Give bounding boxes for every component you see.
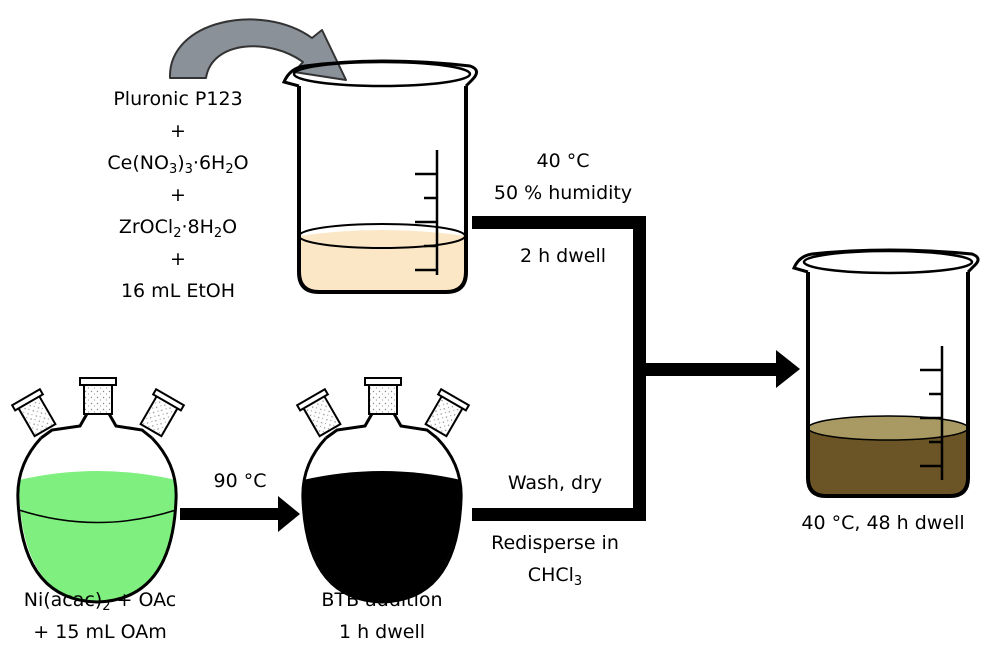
temperature-label: 40 °C: [536, 150, 590, 172]
nickel-flask: [10, 377, 186, 604]
nickel-reagents-line1: Ni(acac)2 + OAc: [23, 589, 177, 614]
plus-sign: +: [170, 248, 186, 270]
plus-sign: +: [170, 184, 186, 206]
btb-step: BTB addition 1 h dwell: [292, 584, 472, 648]
top-condition: 40 °C 50 % humidity: [488, 145, 638, 209]
merge-connector: [472, 216, 800, 521]
final-step-label: 40 °C, 48 h dwell: [801, 512, 965, 534]
curved-add-arrow: [168, 18, 347, 81]
btb-flask: [295, 377, 471, 604]
nickel-reagents-line2: + 15 mL OAm: [33, 621, 167, 643]
heat-condition-label: 90 °C: [213, 470, 267, 492]
redisperse-line1: Redisperse in: [491, 532, 619, 554]
btb-addition-label: BTB addition: [321, 589, 443, 611]
plus-sign: +: [170, 120, 186, 142]
precursor-beaker: [281, 59, 478, 294]
nickel-reagents: Ni(acac)2 + OAc + 15 mL OAm: [0, 584, 200, 648]
wash-dry-label: Wash, dry: [507, 472, 603, 494]
dwell-label: 2 h dwell: [519, 245, 607, 267]
arrow-heat: [180, 496, 300, 532]
btb-dwell-label: 1 h dwell: [338, 621, 426, 643]
reagent-pluronic: Pluronic P123: [113, 88, 243, 110]
humidity-label: 50 % humidity: [493, 182, 633, 204]
precursor-reagents: Pluronic P123 + Ce(NO3)3·6H2O + ZrOCl2·8…: [88, 83, 268, 307]
reagent-ethanol: 16 mL EtOH: [120, 280, 236, 302]
redisperse-label: Redisperse in CHCl3: [470, 527, 640, 591]
redisperse-solvent: CHCl3: [527, 564, 583, 589]
reagent-zirconium-oxychloride: ZrOCl2·8H2O: [118, 216, 238, 241]
reagent-cerium-nitrate: Ce(NO3)3·6H2O: [107, 152, 249, 177]
final-beaker: [791, 248, 980, 498]
